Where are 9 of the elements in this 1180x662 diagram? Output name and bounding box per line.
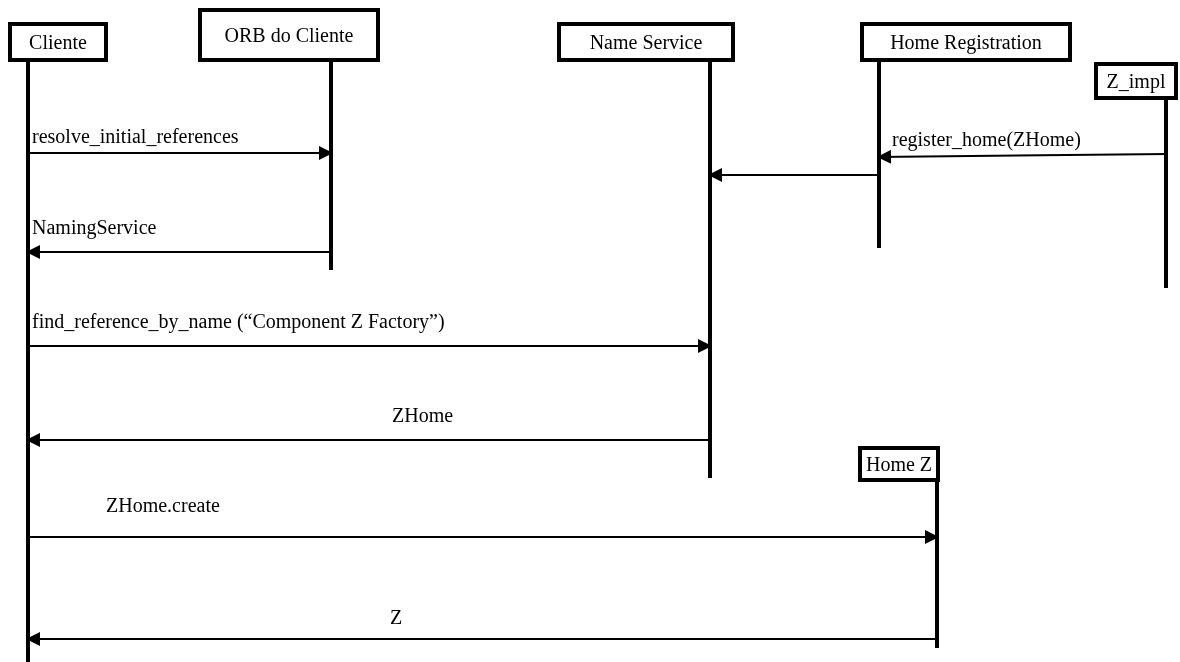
message-label: find_reference_by_name (“Component Z Factory”)	[32, 310, 445, 332]
message-label: register_home(ZHome)	[892, 128, 1081, 150]
message-label: resolve_initial_references	[32, 125, 239, 147]
participant-box: Home Registration	[860, 22, 1072, 62]
participant-box: Z_impl	[1094, 62, 1178, 100]
participant-box: Home Z	[858, 446, 940, 482]
participant-box: Cliente	[8, 22, 108, 62]
participant-box: ORB do Cliente	[198, 8, 380, 62]
participant-box: Name Service	[557, 22, 735, 62]
